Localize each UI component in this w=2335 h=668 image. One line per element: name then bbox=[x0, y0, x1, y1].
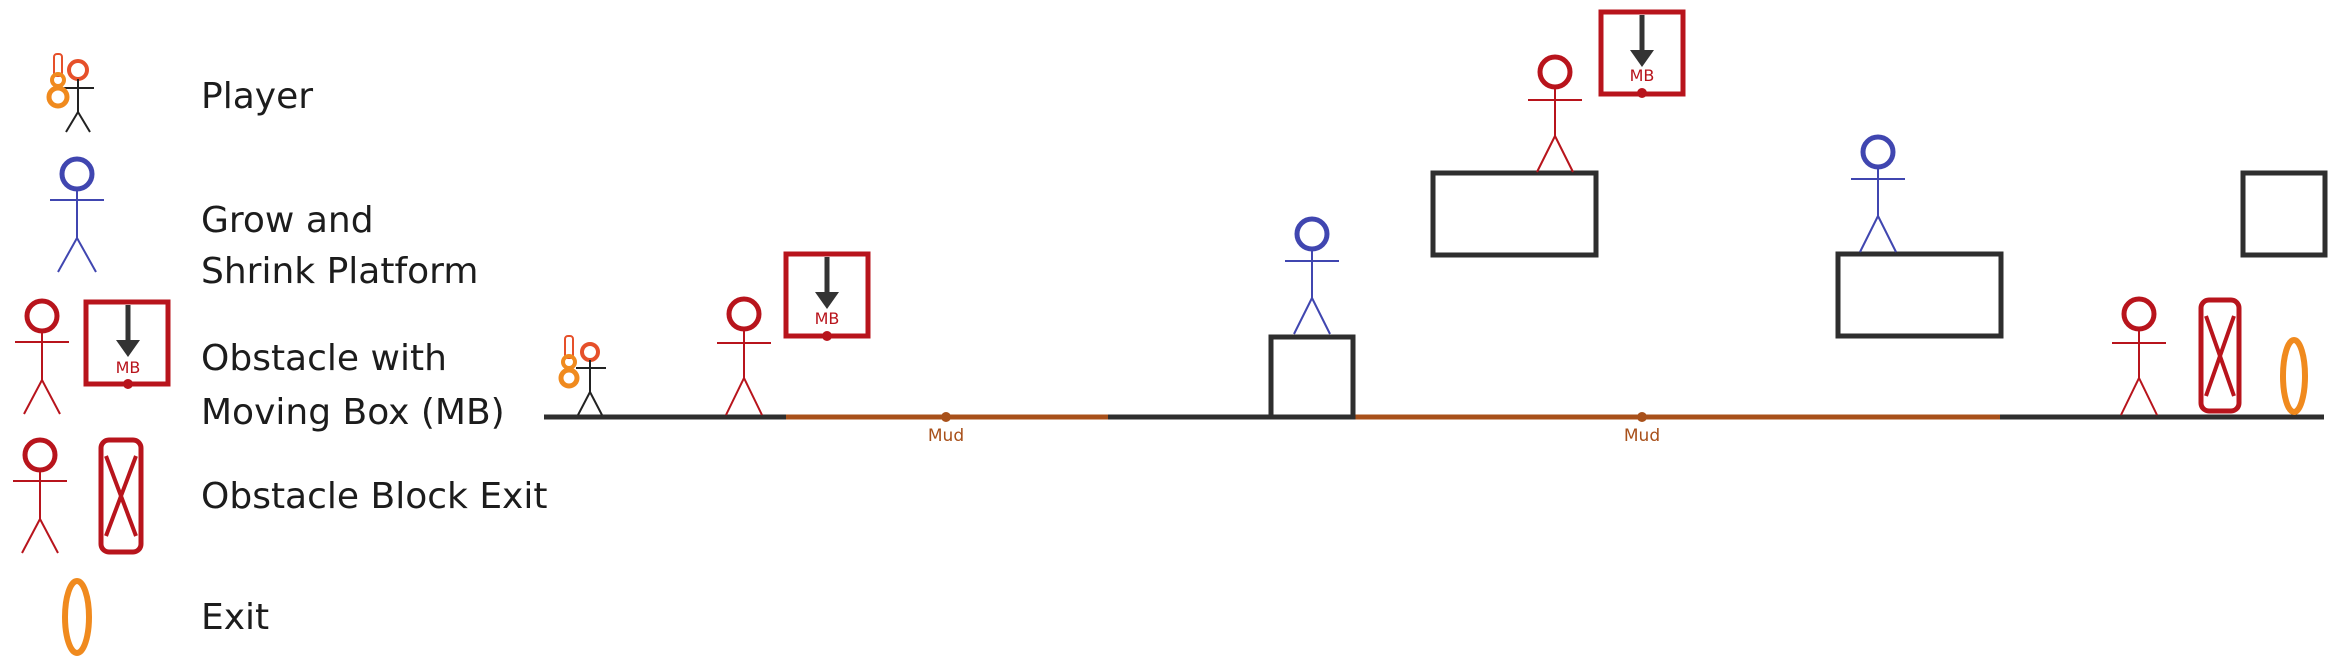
legend-platform-label-line1: Grow and bbox=[201, 200, 374, 241]
exit-block-icon bbox=[2198, 297, 2242, 414]
grow-shrink-platform bbox=[1268, 334, 1356, 420]
legend-player-label: Player bbox=[201, 76, 313, 117]
mb-label: MB bbox=[815, 309, 840, 328]
mud-marker-dot bbox=[1637, 412, 1647, 422]
mud-label: Mud bbox=[1624, 426, 1660, 446]
obstacle-figure-icon bbox=[2112, 296, 2166, 416]
platform-figure-icon bbox=[1851, 134, 1905, 253]
obstacle-figure-icon bbox=[717, 296, 771, 416]
obstacle-figure-icon bbox=[1528, 54, 1582, 173]
platform-figure-icon bbox=[1285, 216, 1339, 335]
player-character-icon bbox=[558, 335, 606, 416]
legend-player-icon bbox=[46, 53, 94, 133]
moving-box-icon: MB bbox=[783, 251, 871, 341]
exit-portal-icon bbox=[2280, 337, 2308, 415]
moving-box-icon: MB bbox=[1598, 9, 1686, 98]
legend-exit-portal-icon bbox=[62, 578, 92, 656]
legend-platform-figure-icon bbox=[50, 156, 104, 273]
legend-exit-label: Exit bbox=[201, 597, 269, 638]
mud-marker-dot bbox=[941, 412, 951, 422]
legend-moving-box-icon: MB bbox=[83, 299, 171, 389]
grow-shrink-platform bbox=[2240, 170, 2328, 258]
grow-shrink-platform bbox=[1430, 170, 1599, 258]
legend-obstacle-mb-label-line2: Moving Box (MB) bbox=[201, 392, 505, 433]
grow-shrink-platform bbox=[1835, 251, 2004, 339]
legend-obstacle-block-figure-icon bbox=[13, 437, 67, 554]
legend-platform-label-line2: Shrink Platform bbox=[201, 251, 478, 292]
legend-obstacle-exit-label: Obstacle Block Exit bbox=[201, 476, 547, 517]
mud-label: Mud bbox=[928, 426, 964, 446]
mb-label: MB bbox=[1630, 66, 1655, 85]
legend-mb-text: MB bbox=[116, 358, 141, 377]
legend-exit-block-icon bbox=[98, 437, 144, 555]
legend: Player Grow and Shrink Platform MB Obsta… bbox=[13, 53, 547, 656]
legend-obstacle-figure-icon bbox=[15, 298, 69, 415]
legend-obstacle-mb-label-line1: Obstacle with bbox=[201, 338, 447, 379]
level-map: Mud Mud MB bbox=[544, 9, 2328, 446]
